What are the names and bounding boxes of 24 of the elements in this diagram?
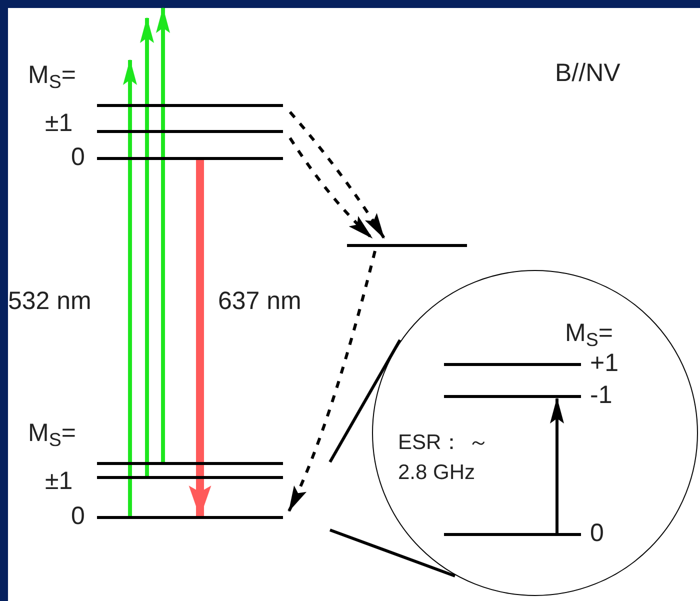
arrow: [288, 111, 386, 239]
energy-level-line: [347, 244, 467, 247]
level-label: 0: [71, 143, 85, 171]
text-label: M$_{S}$=: [565, 318, 613, 348]
arrow: [288, 250, 376, 512]
text-label: 637 nm: [218, 286, 302, 316]
level-label: 0: [71, 502, 85, 530]
level-label: -1: [590, 381, 612, 409]
level-label: +1: [590, 349, 619, 377]
arrow: [188, 158, 212, 518]
arrow: [288, 137, 374, 240]
level-label: 0: [590, 519, 604, 547]
level-label: ±1: [45, 467, 73, 495]
arrow: [156, 7, 170, 463]
text-label: B//NV: [555, 58, 620, 88]
level-label: ±1: [45, 109, 73, 137]
text-label: M$_{S}$=: [28, 60, 76, 90]
arrow: [550, 398, 564, 534]
energy-level-line: [97, 476, 283, 479]
arrow: [123, 59, 137, 517]
text-label: M$_{S}$=: [28, 418, 76, 448]
energy-level-line: [97, 130, 283, 133]
arrow: [140, 17, 154, 477]
text-label: 532 nm: [8, 286, 92, 316]
